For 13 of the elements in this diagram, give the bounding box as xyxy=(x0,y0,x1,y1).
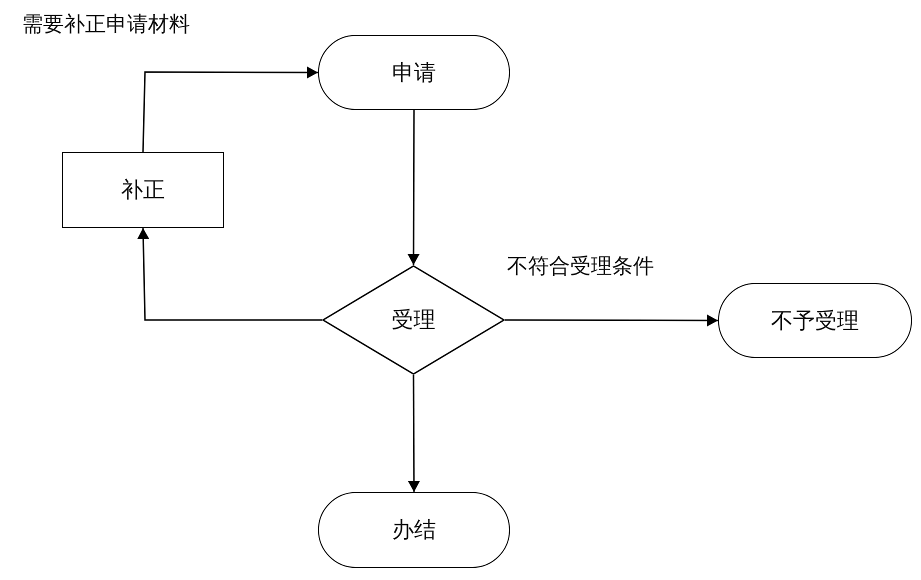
node-label: 申请 xyxy=(392,60,436,88)
process-box xyxy=(62,152,224,228)
node-label: 补正 xyxy=(121,177,165,205)
node-label: 办结 xyxy=(392,517,436,545)
arrow xyxy=(142,66,318,152)
note-text: 需要补正申请材料 xyxy=(22,11,190,38)
arrow xyxy=(408,375,420,492)
arrow xyxy=(408,110,420,265)
decision-diamond xyxy=(322,265,505,375)
arrow xyxy=(137,228,322,321)
node-label: 受理 xyxy=(392,307,436,335)
arrow xyxy=(505,314,718,326)
node-label: 不予受理 xyxy=(771,308,859,336)
